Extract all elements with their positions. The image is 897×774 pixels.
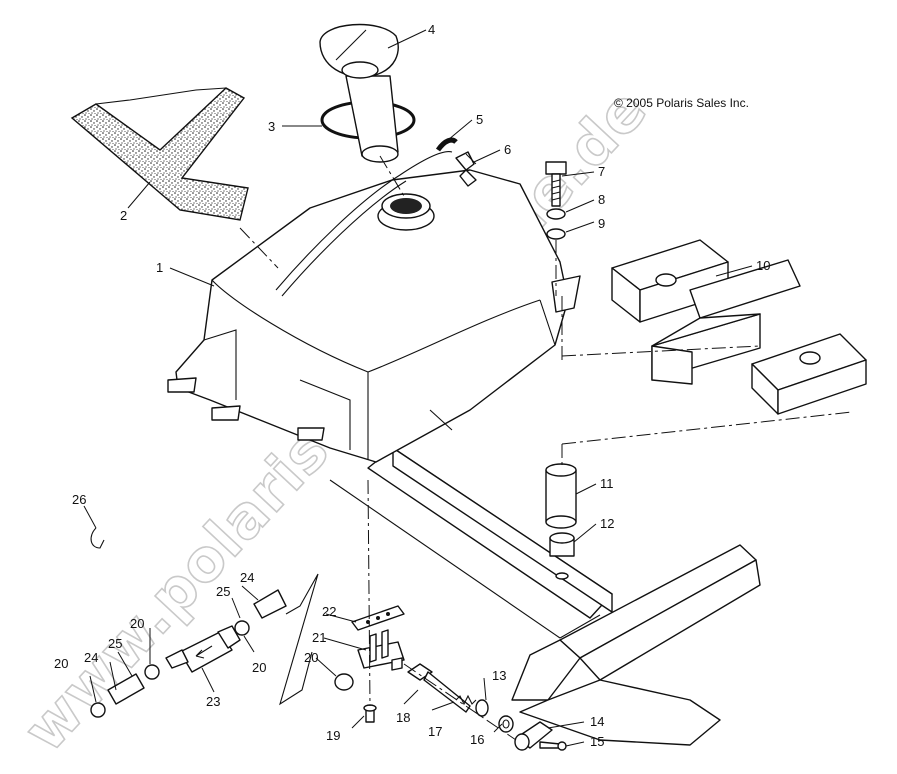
hose-clamp-20-c bbox=[234, 620, 250, 636]
frame-hole bbox=[555, 572, 569, 580]
fuel-filter bbox=[165, 625, 241, 673]
spring bbox=[455, 694, 477, 706]
hose-clamp-20-b bbox=[144, 664, 160, 680]
fuel-cap bbox=[319, 23, 399, 163]
valve-screw bbox=[363, 704, 377, 723]
valve-shaft bbox=[407, 663, 471, 713]
fuel-tank bbox=[167, 151, 581, 463]
vent-hose bbox=[435, 137, 458, 152]
flat-washer bbox=[546, 228, 566, 240]
fuel-hose-24-left bbox=[107, 673, 145, 705]
spacer-sleeve bbox=[545, 463, 577, 529]
callout-12: 12 bbox=[600, 516, 614, 531]
callout-25-a: 25 bbox=[216, 584, 230, 599]
callout-26: 26 bbox=[72, 492, 86, 507]
washer-13 bbox=[475, 699, 489, 717]
callout-1: 1 bbox=[156, 260, 163, 275]
callout-11: 11 bbox=[600, 476, 614, 491]
callout-6: 6 bbox=[504, 142, 511, 157]
spacer-16 bbox=[498, 715, 514, 733]
hose-clip bbox=[90, 527, 105, 549]
callout-20-b: 20 bbox=[130, 616, 144, 631]
callout-23: 23 bbox=[206, 694, 220, 709]
callout-24-a: 24 bbox=[240, 570, 254, 585]
mount-plate bbox=[351, 605, 405, 631]
knob-14 bbox=[514, 721, 553, 751]
callout-17: 17 bbox=[428, 724, 442, 739]
callout-4: 4 bbox=[428, 22, 435, 37]
callout-21: 21 bbox=[312, 630, 326, 645]
callout-15: 15 bbox=[590, 734, 604, 749]
mounting-bracket bbox=[611, 239, 867, 415]
lock-washer bbox=[546, 208, 566, 220]
callout-20-d: 20 bbox=[304, 650, 318, 665]
callout-13: 13 bbox=[492, 668, 506, 683]
grommet bbox=[549, 532, 575, 557]
screw-15 bbox=[539, 741, 567, 751]
callout-16: 16 bbox=[470, 732, 484, 747]
callout-7: 7 bbox=[598, 164, 605, 179]
callout-3: 3 bbox=[268, 119, 275, 134]
callout-18: 18 bbox=[396, 710, 410, 725]
callout-20-a: 20 bbox=[54, 656, 68, 671]
bolt bbox=[545, 161, 567, 207]
callout-2: 2 bbox=[120, 208, 127, 223]
elbow-fitting bbox=[455, 151, 477, 187]
callout-10: 10 bbox=[756, 258, 770, 273]
callout-14: 14 bbox=[590, 714, 604, 729]
hose-clamp-20-a bbox=[90, 702, 106, 718]
copyright-notice: © 2005 Polaris Sales Inc. bbox=[614, 96, 749, 110]
callout-9: 9 bbox=[598, 216, 605, 231]
leader-lines bbox=[83, 29, 753, 747]
callout-8: 8 bbox=[598, 192, 605, 207]
callout-20-c: 20 bbox=[252, 660, 266, 675]
callout-24-b: 24 bbox=[84, 650, 98, 665]
callout-19: 19 bbox=[326, 728, 340, 743]
alignment-lines bbox=[239, 153, 853, 741]
hose-clamp-20-d bbox=[334, 673, 354, 691]
fuel-hose-24-right bbox=[253, 589, 287, 619]
foam-pad bbox=[70, 87, 249, 221]
callout-25-b: 25 bbox=[108, 636, 122, 651]
callout-5: 5 bbox=[476, 112, 483, 127]
callout-22: 22 bbox=[322, 604, 336, 619]
frame-rail-lower bbox=[511, 544, 761, 746]
callout-labels: 1 2 3 4 5 6 7 8 9 10 11 12 13 14 15 16 1… bbox=[54, 22, 770, 749]
